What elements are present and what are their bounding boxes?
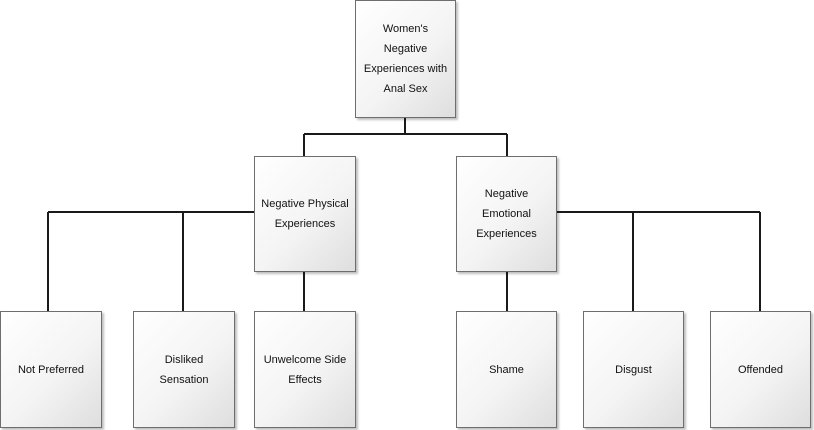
node-root: Women's Negative Experiences with Anal S… (355, 0, 456, 118)
node-disgust: Disgust (583, 311, 684, 428)
node-offended: Offended (710, 311, 811, 428)
node-disliked-sensation: Disliked Sensation (133, 311, 235, 428)
node-physical-label-line1: Negative Physical (261, 198, 349, 210)
node-unwelcome-side-effects: Unwelcome Side Effects (254, 311, 356, 428)
node-negative-physical: Negative Physical Experiences (254, 156, 356, 272)
node-root-label-line3: Anal Sex (383, 83, 428, 95)
node-root-label-line1: Women's Negative (382, 23, 429, 55)
node-negative-emotional: Negative Emotional Experiences (456, 156, 557, 272)
node-root-label-line2: Experiences with (363, 63, 448, 75)
node-physical-label-line2: Experiences (274, 218, 336, 230)
node-shame: Shame (456, 311, 557, 428)
node-disliked-sensation-label: Disliked Sensation (159, 353, 209, 386)
node-shame-label: Shame (489, 363, 524, 376)
node-emotional-label-line2: Experiences (476, 228, 537, 240)
node-offended-label: Offended (737, 363, 784, 376)
node-unwelcome-side-effects-label-line1: Unwelcome Side (263, 353, 347, 366)
node-emotional-label-line1: Negative Emotional (482, 188, 531, 220)
node-not-preferred: Not Preferred (0, 311, 102, 428)
node-unwelcome-side-effects-label-line2: Effects (288, 373, 322, 386)
node-disgust-label: Disgust (615, 363, 652, 376)
node-not-preferred-label: Not Preferred (17, 363, 85, 376)
